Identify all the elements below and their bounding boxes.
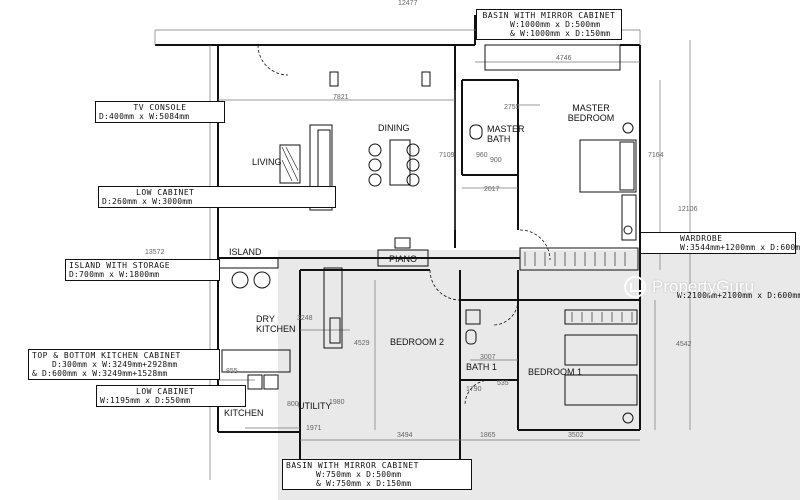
bath1-toilet (465, 329, 477, 345)
shaded-overlay (278, 250, 800, 500)
skylight-2 (421, 71, 431, 87)
island-counter (217, 257, 279, 269)
callout-line: D:700mm x W:1800mm (69, 270, 160, 279)
propertyguru-watermark: PropertyGuru (624, 276, 754, 298)
callout-low-cabinet-1: LOW CABINET D:260mm x W:3000mm (98, 186, 336, 208)
bed1-bed-1 (564, 334, 638, 366)
kitchen-counter (323, 267, 343, 349)
callout-basin-common: BASIN WITH MIRROR CABINET W:750mm x D:50… (282, 459, 472, 490)
room-label-bedroom-2: BEDROOM 2 (390, 337, 445, 347)
callout-wardrobe-2: W:2100mm+2100mm x D:600mm (640, 290, 800, 301)
callout-kitchen-cabinet: TOP & BOTTOM KITCHEN CABINET D:300mm x W… (28, 349, 220, 380)
sofa (309, 124, 333, 211)
callout-line: W:1000mm x D:500mm (510, 20, 601, 29)
callout-title: LOW CABINET (136, 387, 195, 396)
callout-line: D:300mm x W:3249mm+2928mm (52, 360, 178, 369)
dim-bath-depth: 2017 (484, 186, 500, 193)
dim-main-width: 7821 (333, 94, 349, 101)
wet-counter (221, 349, 291, 373)
master-wardrobe (519, 247, 639, 271)
bedroom2-walls (299, 269, 461, 432)
dim-bath-a: 960 (476, 152, 488, 159)
callout-line: W:2100mm+2100mm x D:600mm (677, 291, 800, 300)
dim-bath1-side: 1790 (466, 386, 482, 393)
dim-kitchen-small: 855 (226, 368, 238, 375)
fridge-2 (263, 374, 279, 390)
callout-title: BASIN WITH MIRROR CABINET (286, 461, 419, 470)
room-label-piano: PIANO (389, 254, 418, 264)
bed1-wardrobe (564, 309, 638, 325)
stove (329, 317, 341, 344)
callout-line: W:3544mm+1200mm x D:600mm (680, 243, 800, 252)
dim-bed2-h: 4529 (354, 340, 370, 347)
callout-title: TOP & BOTTOM KITCHEN CABINET (32, 351, 181, 360)
dim-utility-w: 1971 (306, 425, 322, 432)
callout-line: W:750mm x D:500mm (316, 470, 402, 479)
coffee-table (279, 144, 301, 184)
dim-height-right: 7164 (648, 152, 664, 159)
callout-title: WARDROBE (680, 234, 723, 243)
toilet-master (469, 124, 483, 140)
room-label-master-bath: MASTER BATH (487, 124, 525, 144)
callout-title: TV CONSOLE (133, 103, 187, 112)
bed1-walls (518, 299, 640, 431)
dim-top: 12477 (398, 0, 418, 7)
callout-line: D:260mm x W:3000mm (102, 197, 193, 206)
callout-basin-master: BASIN WITH MIRROR CABINET W:1000mm x D:5… (476, 9, 622, 40)
dim-mid: 1865 (480, 432, 496, 439)
room-label-living: LIVING (252, 157, 282, 167)
dim-utility-side: 800 (287, 401, 299, 408)
callout-line: & W:1000mm x D:150mm (510, 29, 611, 38)
dim-bath1-w: 3007 (480, 354, 496, 361)
callout-line: & W:750mm x D:150mm (316, 479, 412, 488)
house-logo-icon (624, 276, 646, 298)
callout-low-cabinet-2: LOW CABINET W:1195mm x D:550mm (96, 385, 246, 407)
room-label-utility: UTILITY (298, 401, 332, 411)
master-bed (579, 139, 637, 193)
skylight-1 (329, 71, 339, 87)
master-bath-box (461, 79, 518, 176)
callout-wardrobe: WARDROBE W:3544mm+1200mm x D:600mm (640, 232, 800, 254)
callout-tv-console: TV CONSOLE D:400mm x W:5084mm (95, 101, 225, 123)
room-label-island: ISLAND (229, 247, 262, 257)
dim-height-left: 7109 (439, 152, 455, 159)
room-label-bedroom-1: BEDROOM 1 (528, 367, 583, 377)
dim-kitchen-w: 3248 (297, 315, 313, 322)
dim-right-lower: 4542 (676, 341, 692, 348)
dim-bath1-small: 535 (497, 380, 509, 387)
kitchen-bottom (218, 431, 461, 471)
callout-line: W:1195mm x D:550mm (100, 396, 191, 405)
callout-line: D:400mm x W:5084mm (99, 112, 190, 121)
room-label-master-bedroom: MASTER BEDROOM (567, 103, 615, 123)
callout-title: BASIN WITH MIRROR CABINET (482, 11, 616, 20)
dim-utility-h: 1980 (329, 399, 345, 406)
bed1-bed-2 (564, 374, 638, 406)
room-label-bath-1: BATH 1 (466, 362, 497, 372)
dim-bed1-w: 3502 (568, 432, 584, 439)
dining-table (389, 139, 411, 186)
dim-overall-left: 13572 (145, 249, 165, 256)
master-vanity (484, 44, 621, 71)
callout-title: ISLAND WITH STORAGE (69, 261, 171, 270)
callout-island-storage: ISLAND WITH STORAGE D:700mm x W:1800mm (65, 259, 220, 281)
wardrobe-small (621, 194, 637, 241)
callout-line: & D:600mm x W:3249mm+1528mm (32, 369, 168, 378)
dim-bath-b: 900 (490, 157, 502, 164)
dim-master-width: 4746 (556, 55, 572, 62)
watermark-text: PropertyGuru (652, 277, 755, 296)
dim-master-bath-w: 2755 (504, 104, 520, 111)
fridge-1 (247, 374, 263, 390)
piano (377, 249, 429, 267)
callout-title: LOW CABINET (136, 188, 195, 197)
dim-bed2-w: 3494 (397, 432, 413, 439)
bath1-basin (465, 309, 481, 325)
dim-overall-right: 12106 (678, 206, 698, 213)
room-label-dry-kitchen: DRY KITCHEN (256, 314, 296, 334)
room-label-dining: DINING (378, 123, 410, 133)
